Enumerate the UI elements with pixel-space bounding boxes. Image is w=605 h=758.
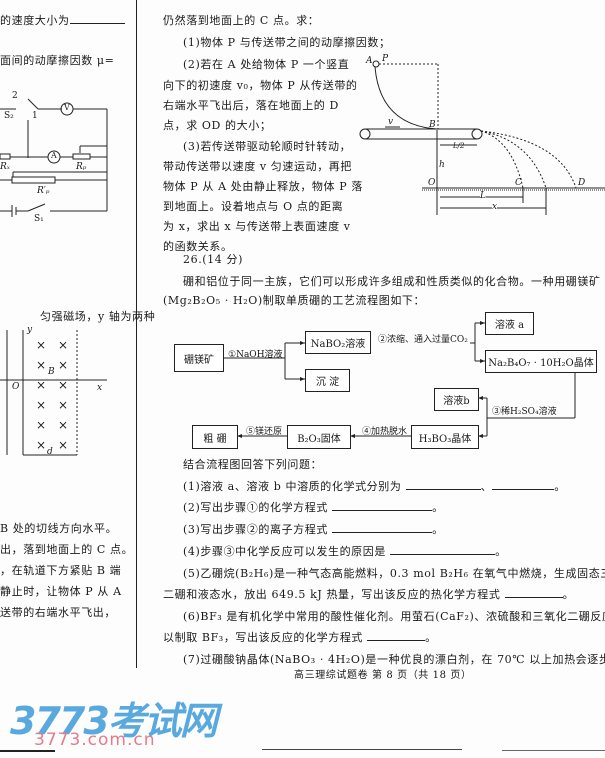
column-divider [136, 0, 137, 668]
question-1: (1)溶液 a、溶液 b 中溶质的化学式分别为 、。 [183, 480, 566, 493]
step-3-label: ③稀H₂SO₄溶液 [492, 407, 557, 417]
physics-line: 为 x，求出 x 与传送带上表面速度 v [163, 220, 351, 233]
label-rp-prime: R′ₚ [37, 186, 50, 196]
distance-l-label: L [480, 191, 486, 201]
circuit-diagram [0, 98, 108, 456]
flowchart-arrows [222, 321, 576, 438]
field-cross-icon: × [36, 378, 47, 392]
voltmeter-label: V [64, 103, 70, 112]
node-solution-a: 溶液 a [485, 312, 534, 335]
node-boron-ore: 硼镁矿 [174, 344, 224, 372]
physics-line: 带动传送带以速度 v 匀速运动，再把 [163, 160, 353, 173]
node-h3bo3-crystal: H₃BO₃晶体 [411, 425, 479, 449]
left-bottom-line: B 处的切线方向水平。 [0, 522, 118, 535]
left-line-1: 的速度大小为 [0, 12, 125, 28]
physics-line: 仍然落到地面上的 C 点。求： [163, 14, 320, 27]
point-c-label: C [515, 178, 522, 188]
left-bottom-line: 送带的右端水平飞出， [0, 606, 116, 619]
question-26-intro-2: (Mg₂B₂O₅ · H₂O)制取单质硼的工艺流程图如下： [163, 294, 426, 307]
field-cross-icon: × [58, 418, 69, 432]
physics-line: 到地面上。设着地点与 O 点的距离 [163, 200, 344, 213]
step-4-label: ④加热脱水 [362, 427, 408, 437]
question-26-intro: 硼和铝位于同一主族，它们可以形成许多组成和性质类似的化合物。一种用硼镁矿 [183, 275, 601, 288]
questions-intro: 结合流程图回答下列问题： [183, 458, 323, 471]
question-6-cont: 以制取 BF₃，写出该反应的化学方程式 。 [163, 631, 437, 644]
physics-line: (3)若传送带驱动轮顺时针转动， [183, 140, 352, 153]
question-5-cont: 二硼和液态水，放出 649.5 kJ 热量，写出该反应的热化学方程式 。 [163, 588, 575, 601]
point-b-label: B [429, 120, 436, 130]
ammeter-label: A [51, 151, 57, 160]
question-7: (7)过硼酸钠晶体(NaBO₃ · 4H₂O)是一种优良的漂白剂，在 70℃ 以… [183, 653, 605, 666]
step-2-label: ②浓缩、通入过量CO₂ [378, 335, 468, 345]
point-a-label: A [366, 56, 373, 66]
physics-line: 物体 P 从 A 处由静止释放，物体 P 落 [163, 180, 363, 193]
origin-label: O [12, 382, 20, 392]
axis-x-label: x [97, 383, 103, 393]
label-rp: Rₚ [76, 162, 87, 172]
step-5-label: ⑤镁还原 [246, 427, 283, 437]
physics-line: 右端水平飞出后，落在地面上的 D [163, 99, 339, 112]
node-precipitate: 沉 淀 [305, 369, 350, 392]
field-cross-icon: × [36, 358, 47, 372]
label-terminal-2: 2 [12, 91, 18, 101]
distance-x-label: x [492, 202, 498, 212]
field-cross-icon: × [36, 418, 47, 432]
physics-line: 点，求 OD 的大小； [163, 119, 272, 132]
field-cross-icon: × [36, 338, 47, 352]
watermark-url: 3773.com.cn [34, 730, 156, 750]
question-2: (2)写出步骤①的化学方程式 。 [183, 501, 444, 514]
physics-line: (1)物体 P 与传送带之间的动摩擦因数； [183, 36, 391, 49]
label-terminal-1: 1 [32, 111, 38, 121]
height-h-label: h [439, 160, 445, 170]
left-bottom-line: ，在轨道下方紧贴 B 端 [0, 564, 122, 577]
physics-line: 向下的初速度 v₀，物体 P 从传送带的 [163, 79, 358, 92]
field-cross-icon: × [36, 438, 47, 452]
left-bottom-line: 出，落到地面上的 C 点。 [0, 543, 134, 556]
question-4: (4)步骤③中化学反应可以发生的原因是 。 [183, 545, 507, 558]
field-cross-icon: × [36, 398, 47, 412]
field-cross-icon: × [58, 398, 69, 412]
left-line-3: 匀强磁场，y 轴为两种 [40, 310, 156, 323]
point-d-label: D [578, 178, 586, 188]
scan-edge-line [0, 750, 55, 752]
page-footer: 高三理综试题卷 第 8 页（共 18 页） [294, 670, 472, 681]
question-6: (6)BF₃ 是有机化学中常用的酸性催化剂。用萤石(CaF₂)、浓硫酸和三氧化二… [183, 610, 605, 623]
label-s1: S₁ [34, 214, 44, 224]
width-d-label: d [47, 447, 53, 457]
half-l-label: L/2 [453, 142, 465, 150]
left-line-2: 面间的动摩擦因数 μ= [0, 54, 115, 67]
physics-line: 的函数关系。 [163, 240, 233, 253]
node-nabo2-solution: NaBO₂溶液 [305, 331, 371, 354]
question-26-header: 26.(14 分) [183, 253, 243, 266]
question-3: (3)写出步骤②的离子方程式 。 [183, 523, 444, 536]
question-5: (5)乙硼烷(B₂H₆)是一种气态高能燃料，0.3 mol B₂H₆ 在氧气中燃… [183, 567, 605, 580]
scan-edge-line [502, 750, 605, 751]
node-borax-crystal: Na₂B₄O₇ · 10H₂O晶体 [485, 350, 597, 373]
label-rx: Rₓ [0, 162, 10, 172]
step-1-label: ①NaOH溶液 [228, 350, 283, 360]
object-p-label: P [382, 54, 389, 64]
field-cross-icon: × [58, 358, 69, 372]
field-b-label: B [48, 367, 55, 377]
physics-line: (2)若在 A 处给物体 P 一个竖直 [183, 58, 350, 71]
belt-speed-label: v [388, 117, 394, 127]
axis-y-label: y [27, 325, 33, 335]
field-cross-icon: × [58, 338, 69, 352]
node-solution-b: 溶液b [434, 388, 479, 411]
left-bottom-line: 静止时，让物体 P 从 A [0, 585, 122, 598]
field-cross-icon: × [58, 438, 69, 452]
node-b2o3-solid: B₂O₃固体 [287, 425, 351, 449]
scan-edge-line [262, 749, 462, 750]
field-cross-icon: × [58, 378, 69, 392]
node-crude-boron: 粗 硼 [192, 425, 238, 449]
point-o-label: O [428, 178, 436, 188]
label-s2: S₂ [4, 111, 14, 121]
watermark-logo: 3773考试网 [10, 699, 218, 743]
